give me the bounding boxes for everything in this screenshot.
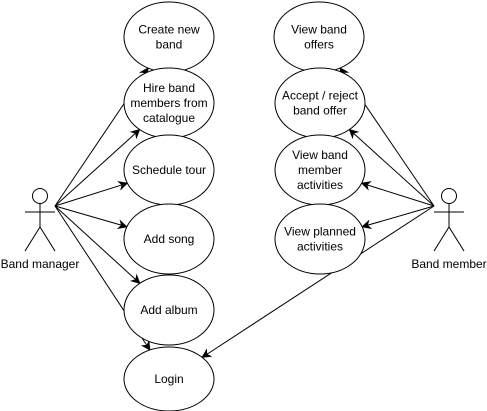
association-edges	[54, 67, 435, 358]
use-case-label: catalogue	[143, 111, 195, 125]
use-case-login: Login	[123, 346, 215, 411]
association-arrow-member-to-view_planned	[361, 205, 435, 230]
actor-band-manager: Band manager	[1, 188, 80, 271]
use-case-label: Add album	[140, 303, 197, 317]
association-arrow-member-to-view_activities	[360, 181, 435, 207]
association-arrow-manager-to-schedule_tour	[54, 181, 129, 207]
use-case-label: Login	[154, 372, 183, 386]
actor-label-manager: Band manager	[1, 257, 80, 271]
use-case-ellipse	[274, 203, 366, 275]
use-case-label: member	[298, 163, 342, 177]
use-case-add-album: Add album	[123, 274, 215, 346]
use-case-schedule-tour: Schedule tour	[123, 134, 215, 206]
association-arrow-member-to-accept_reject	[348, 128, 435, 207]
use-case-ellipse	[123, 274, 215, 346]
use-case-label: activities	[297, 178, 343, 192]
use-case-ellipse	[123, 346, 215, 411]
use-case-label: View band	[291, 23, 347, 37]
use-case-label: band	[156, 38, 183, 52]
use-case-label: Accept / reject	[282, 89, 359, 103]
use-case-label: View planned	[284, 225, 356, 239]
use-case-label: members from	[130, 96, 207, 110]
stick-figure-icon	[24, 188, 56, 252]
use-case-ellipse	[123, 203, 215, 275]
use-case-label: View band	[292, 148, 348, 162]
use-case-label: activities	[297, 240, 343, 254]
association-arrow-manager-to-add_song	[54, 205, 128, 230]
stick-figure-icon	[433, 188, 465, 252]
association-arrow-manager-to-add_album	[54, 205, 141, 285]
use-case-label: Schedule tour	[132, 163, 206, 177]
association-arrow-member-to-login	[201, 205, 435, 358]
use-case-label: Hire band	[143, 81, 195, 95]
use-case-label: offers	[304, 38, 334, 52]
association-arrow-manager-to-hire_members	[54, 128, 141, 207]
use-case-label: Add song	[144, 232, 195, 246]
use-case-label: Create new	[138, 23, 200, 37]
use-case-add-song: Add song	[123, 203, 215, 275]
actor-label-member: Band member	[411, 257, 486, 271]
use-case-label: band offer	[293, 104, 347, 118]
actor-band-member: Band member	[411, 188, 487, 271]
